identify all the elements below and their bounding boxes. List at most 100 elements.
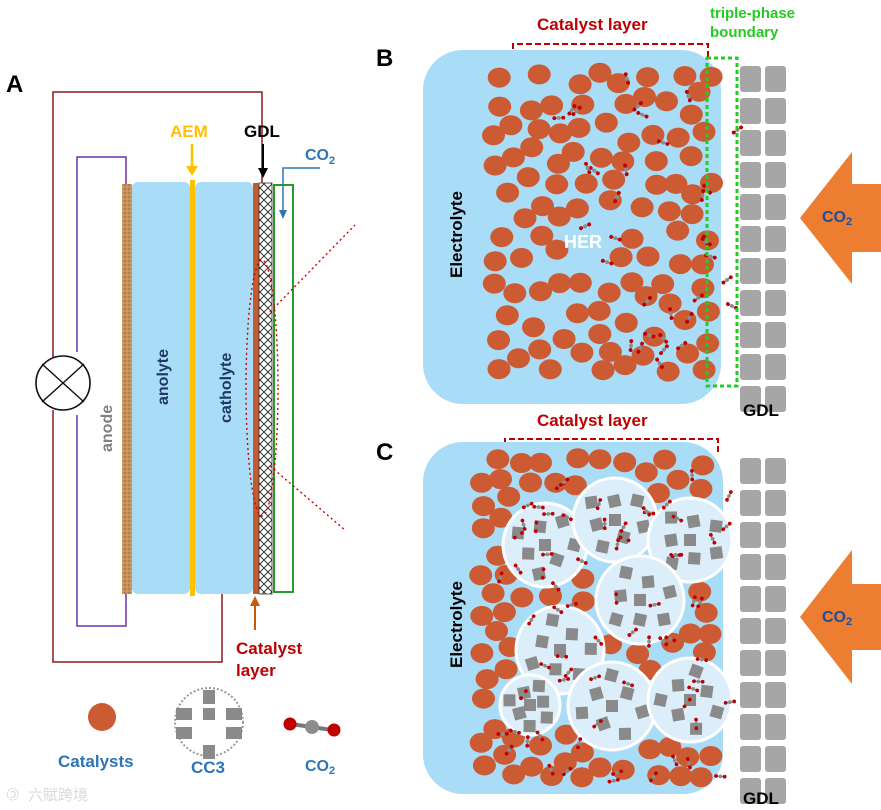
- catalyst-particle: [689, 478, 713, 499]
- co2-molecule: [685, 311, 694, 324]
- catalyst-particle: [545, 239, 569, 260]
- catalyst-particle: [469, 565, 493, 586]
- co2-molecule: [690, 595, 697, 608]
- gdl-blocks-b: [740, 66, 786, 412]
- gdl-block: [740, 130, 761, 156]
- gdl-block: [740, 98, 761, 124]
- watermark: 🄯 六賦跨境: [6, 785, 88, 804]
- co2-molecule: [533, 520, 539, 534]
- catalyst-particle: [614, 312, 638, 333]
- catalyst-particle: [485, 621, 508, 641]
- cc3-cage: [594, 554, 686, 646]
- catalyst-particle: [516, 167, 540, 188]
- catalyst-particle: [666, 220, 690, 241]
- co2-molecule: [611, 769, 624, 776]
- catalyst-particle: [647, 765, 671, 786]
- zoom-line-bottom: [269, 465, 346, 531]
- panel-b: B Catalyst layer triple-phase boundary E…: [376, 5, 881, 420]
- co2-molecule: [592, 719, 603, 729]
- catalyst-particle: [539, 586, 562, 607]
- catalyst-layer-bracket-b: [512, 43, 709, 58]
- anolyte-label: anolyte: [155, 349, 172, 405]
- co2-molecule: [525, 735, 530, 748]
- catalyst-particle: [565, 198, 589, 219]
- catalyst-particle: [645, 174, 669, 195]
- catalyst-particle: [520, 756, 544, 777]
- co2-molecules-b: [552, 72, 744, 370]
- catalyst-particle: [638, 739, 662, 760]
- catalyst-particle: [483, 251, 507, 272]
- catalyst-particles-b: [482, 62, 723, 382]
- co2-molecule: [609, 234, 622, 242]
- co2-molecule: [721, 275, 733, 285]
- co2-molecule: [643, 331, 656, 339]
- legend-cc3-label: CC3: [191, 758, 225, 777]
- catalyst-particle: [673, 66, 697, 86]
- gdl-block: [765, 130, 786, 156]
- co2-molecule: [656, 139, 670, 146]
- catalyst-particle: [692, 642, 716, 663]
- gdl-block: [765, 586, 786, 612]
- gdl-block: [740, 586, 761, 612]
- co2-molecule: [527, 614, 536, 626]
- catalyst-particle: [588, 324, 612, 344]
- co2-inflow-arrow: [282, 167, 320, 212]
- catalyst-particle: [566, 303, 589, 324]
- gdl-block: [765, 458, 786, 484]
- gdl-block: [765, 354, 786, 380]
- panel-b-letter: B: [376, 45, 393, 72]
- co2-molecule: [614, 538, 621, 551]
- catalyst-particle: [528, 339, 552, 360]
- co2-molecule: [623, 72, 631, 85]
- co2-molecule: [618, 535, 631, 543]
- catalyst-particle: [567, 117, 591, 138]
- gdl-block: [740, 290, 761, 316]
- co2-molecule: [642, 295, 652, 307]
- gdl-block: [765, 290, 786, 316]
- co2-molecules-c: [496, 468, 737, 784]
- catalyst-particle: [666, 127, 690, 148]
- co2-molecule: [558, 477, 570, 487]
- catalyst-particle: [570, 342, 594, 363]
- gdl-block: [740, 714, 761, 740]
- power-source-icon: [35, 355, 91, 411]
- catalyst-particle: [630, 197, 654, 218]
- catalyst-particle: [548, 273, 572, 294]
- catalyst-particle: [540, 766, 564, 786]
- catalyst-particle: [602, 169, 626, 190]
- catalyst-particle: [552, 329, 576, 349]
- catalyst-particle: [545, 174, 569, 195]
- co2-label-c: CO2: [822, 609, 852, 628]
- catalyst-particle: [588, 757, 612, 778]
- catalyst-particle: [651, 274, 675, 295]
- catalyst-particle: [587, 300, 611, 321]
- catalyst-particle: [611, 151, 635, 172]
- catalyst-particle: [570, 767, 594, 788]
- gdl-block: [765, 194, 786, 220]
- catalyst-particle: [692, 121, 716, 142]
- catalyst-particle: [544, 472, 568, 493]
- catalyst-particle: [588, 449, 612, 470]
- catalyst-particle: [554, 724, 578, 745]
- catalyst-layer-strip: [253, 183, 259, 594]
- co2-molecule: [557, 677, 571, 683]
- catalyst-particle: [529, 281, 552, 302]
- co2-molecule: [551, 581, 561, 592]
- catalyst-particle: [655, 91, 678, 112]
- gdl-block: [765, 258, 786, 284]
- gdl-block: [765, 778, 786, 804]
- co2-molecule: [682, 697, 692, 709]
- legend-catalysts-label: Catalysts: [58, 752, 134, 771]
- co2-molecule: [648, 602, 661, 608]
- co2-molecule: [676, 341, 688, 351]
- co2-molecule: [627, 627, 638, 637]
- catalyst-particle: [470, 605, 494, 626]
- gdl-block: [740, 258, 761, 284]
- co2-molecule: [687, 685, 700, 693]
- catalyst-particle: [611, 759, 635, 780]
- catalyst-particle: [598, 341, 622, 362]
- catalyst-layer-label-c: Catalyst layer: [537, 411, 648, 430]
- catalyst-particle: [613, 452, 637, 473]
- co2-molecule: [636, 341, 645, 354]
- co2-molecule: [563, 667, 574, 678]
